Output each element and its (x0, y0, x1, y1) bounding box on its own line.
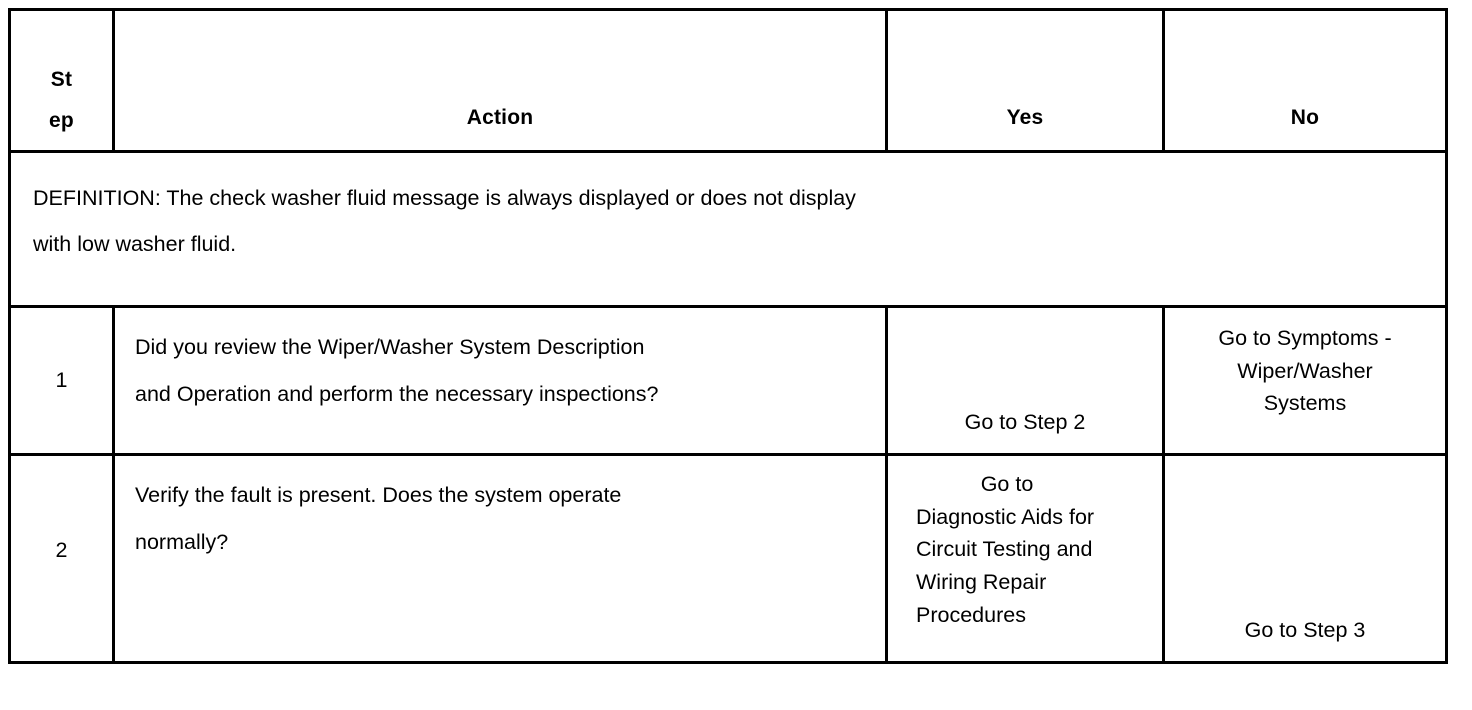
action-line-1-1: Did you review the Wiper/Washer System D… (135, 335, 645, 359)
column-header-action: Action (466, 106, 534, 130)
diagnostic-step-table: St ep Action Yes (8, 8, 1448, 664)
no-branch-1-line-2: Wiper/Washer (1237, 358, 1373, 383)
definition-row: DEFINITION: The check washer fluid messa… (8, 150, 1448, 308)
yes-branch-1-line-1: Go to Step 2 (964, 410, 1086, 435)
action-text-1: Did you review the Wiper/Washer System D… (115, 308, 885, 419)
definition-line-1: DEFINITION: The check washer fluid messa… (33, 186, 856, 210)
header-cell-yes: Yes (885, 8, 1165, 153)
yes-branch-2-line-2: Diagnostic Aids for (916, 504, 1095, 529)
action-text-2: Verify the fault is present. Does the sy… (115, 456, 885, 567)
yes-branch-2-line-5: Procedures (916, 602, 1026, 627)
no-branch-2: Go to Step 3 (1173, 614, 1437, 647)
step-number-2: 2 (55, 538, 68, 562)
no-cell-1: Go to Symptoms - Wiper/Washer Systems (1162, 305, 1448, 456)
no-branch-1-line-3: Systems (1263, 391, 1347, 416)
column-header-no: No (1290, 106, 1320, 130)
column-header-step-line-1: St (50, 68, 73, 92)
step-cell-1: 1 (8, 305, 115, 456)
step-number-1: 1 (55, 368, 68, 392)
yes-branch-2-line-4: Wiring Repair (916, 570, 1047, 595)
definition-line-2: with low washer fluid. (33, 232, 237, 257)
action-line-1-2: and Operation and perform the necessary … (135, 382, 659, 407)
header-cell-no: No (1162, 8, 1448, 153)
table-row: 1 Did you review the Wiper/Washer System… (8, 305, 1448, 456)
table-row: 2 Verify the fault is present. Does the … (8, 453, 1448, 664)
header-cell-action: Action (112, 8, 888, 153)
no-branch-2-line-1: Go to Step 3 (1244, 618, 1366, 643)
no-branch-1-line-1: Go to Symptoms - (1218, 326, 1392, 350)
definition-text: DEFINITION: The check washer fluid messa… (11, 153, 1445, 267)
yes-branch-2-line-1: Go to (980, 472, 1034, 496)
step-cell-2: 2 (8, 453, 115, 664)
yes-branch-2: Go to Diagnostic Aids for Circuit Testin… (896, 468, 1154, 631)
yes-branch-1: Go to Step 2 (896, 406, 1154, 439)
column-header-yes: Yes (1006, 106, 1044, 130)
yes-cell-2: Go to Diagnostic Aids for Circuit Testin… (885, 453, 1165, 664)
table-header-row: St ep Action Yes (8, 8, 1448, 153)
action-line-2-1: Verify the fault is present. Does the sy… (135, 483, 622, 507)
column-header-step: St ep (11, 60, 112, 142)
no-cell-2: Go to Step 3 (1162, 453, 1448, 664)
yes-branch-2-line-3: Circuit Testing and (916, 537, 1093, 562)
yes-cell-1: Go to Step 2 (885, 305, 1165, 456)
action-cell-1: Did you review the Wiper/Washer System D… (112, 305, 888, 456)
action-cell-2: Verify the fault is present. Does the sy… (112, 453, 888, 664)
definition-cell: DEFINITION: The check washer fluid messa… (8, 150, 1448, 308)
column-header-step-line-2: ep (49, 109, 74, 133)
action-line-2-2: normally? (135, 530, 229, 555)
no-branch-1: Go to Symptoms - Wiper/Washer Systems (1173, 322, 1437, 420)
header-cell-step: St ep (8, 8, 115, 153)
